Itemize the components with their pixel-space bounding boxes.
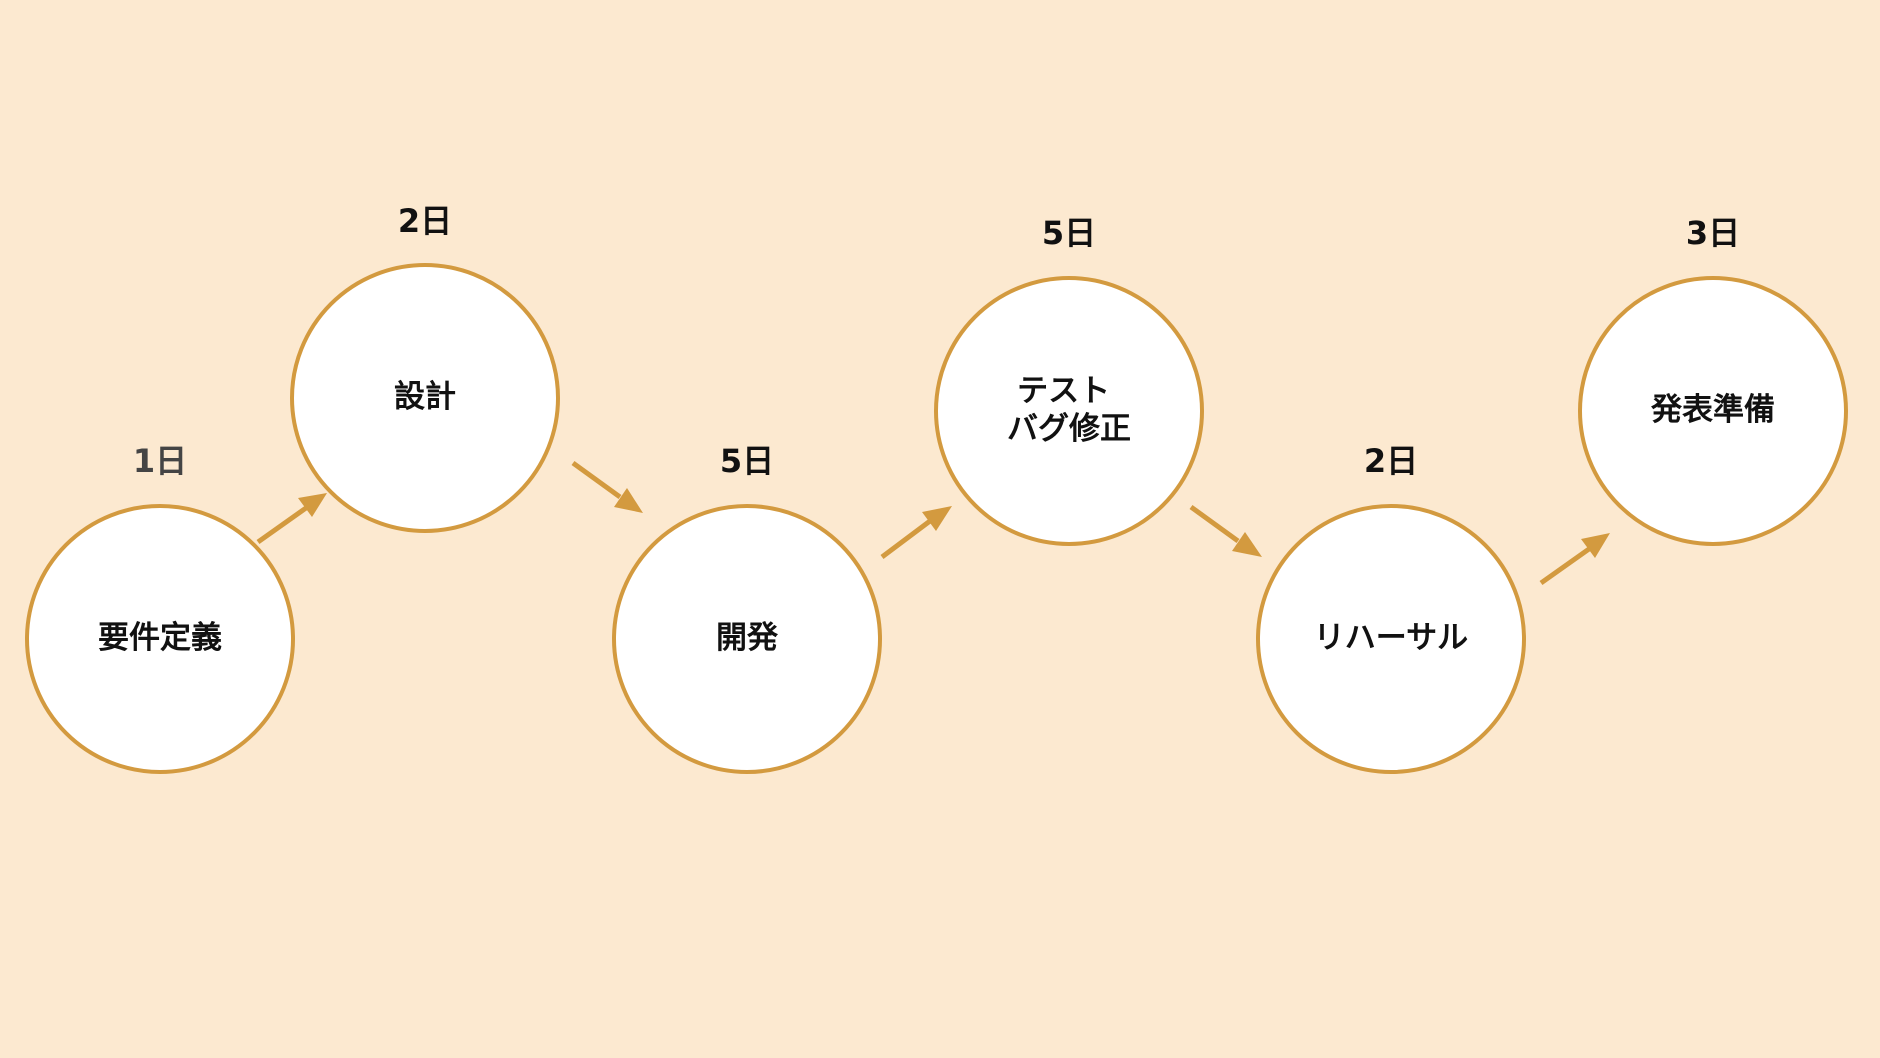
step-circle [25,504,295,774]
arrow-2-to-3 [571,460,643,513]
step-label: 発表準備 [1650,392,1775,428]
step-circle [934,276,1204,546]
step-requirements: 要件定義 1日 [25,442,295,774]
duration-label: 1日 [133,442,187,480]
step-label: 開発 [716,620,779,656]
arrow-3-to-4 [880,506,952,559]
step-circle [1256,504,1526,774]
step-circle [290,263,560,533]
arrow-4-to-5 [1189,504,1262,557]
arrow-5-to-6 [1539,533,1610,586]
step-label: 要件定義 [98,620,222,656]
step-design: 設計 2日 [290,202,560,533]
duration-label: 2日 [1364,442,1418,480]
step-testing: テスト バグ修正 5日 [934,214,1204,546]
duration-label: 3日 [1686,214,1740,252]
step-label: テスト バグ修正 [1007,373,1131,447]
duration-label: 2日 [398,202,452,240]
duration-label: 5日 [720,442,774,480]
step-presentation-prep: 発表準備 3日 [1578,214,1848,546]
step-label: リハーサル [1314,620,1468,656]
step-development: 開発 5日 [612,442,882,774]
step-rehearsal: リハーサル 2日 [1256,442,1526,774]
step-circle [612,504,882,774]
step-label: 設計 [394,379,456,415]
duration-label: 5日 [1042,214,1096,252]
step-circle [1578,276,1848,546]
arrow-1-to-2 [256,493,327,545]
